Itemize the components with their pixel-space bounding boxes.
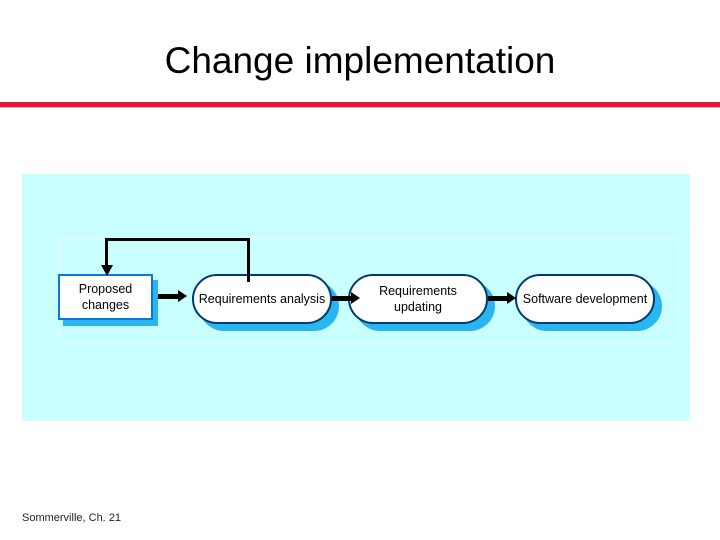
node-proposed-changes[interactable]: Proposed changes bbox=[58, 274, 153, 320]
diagram-panel: Proposed changes Requirements analysis R… bbox=[22, 174, 690, 421]
feedback-edge-vertical-left bbox=[105, 238, 108, 268]
source-attribution: Sommerville, Ch. 21 bbox=[22, 512, 122, 524]
node-proposed-changes-label: Proposed changes bbox=[78, 282, 133, 312]
page-title: Change implementation bbox=[164, 40, 556, 81]
node-requirements-analysis-label: Requirements analysis bbox=[198, 292, 326, 306]
node-software-development[interactable]: Software development bbox=[515, 274, 655, 324]
edge-updating-to-development bbox=[488, 292, 516, 304]
edge-analysis-to-updating bbox=[332, 292, 360, 304]
node-requirements-analysis[interactable]: Requirements analysis bbox=[192, 274, 332, 324]
edge-proposed-to-analysis bbox=[158, 290, 187, 302]
feedback-edge-arrowhead bbox=[100, 265, 113, 276]
node-requirements-updating[interactable]: Requirements updating bbox=[348, 274, 488, 324]
node-software-development-label: Software development bbox=[522, 292, 648, 306]
feedback-edge-vertical-right bbox=[247, 238, 250, 282]
feedback-edge-horizontal bbox=[105, 238, 250, 241]
title-divider-rule bbox=[0, 102, 720, 107]
node-requirements-updating-label: Requirements updating bbox=[379, 284, 457, 314]
